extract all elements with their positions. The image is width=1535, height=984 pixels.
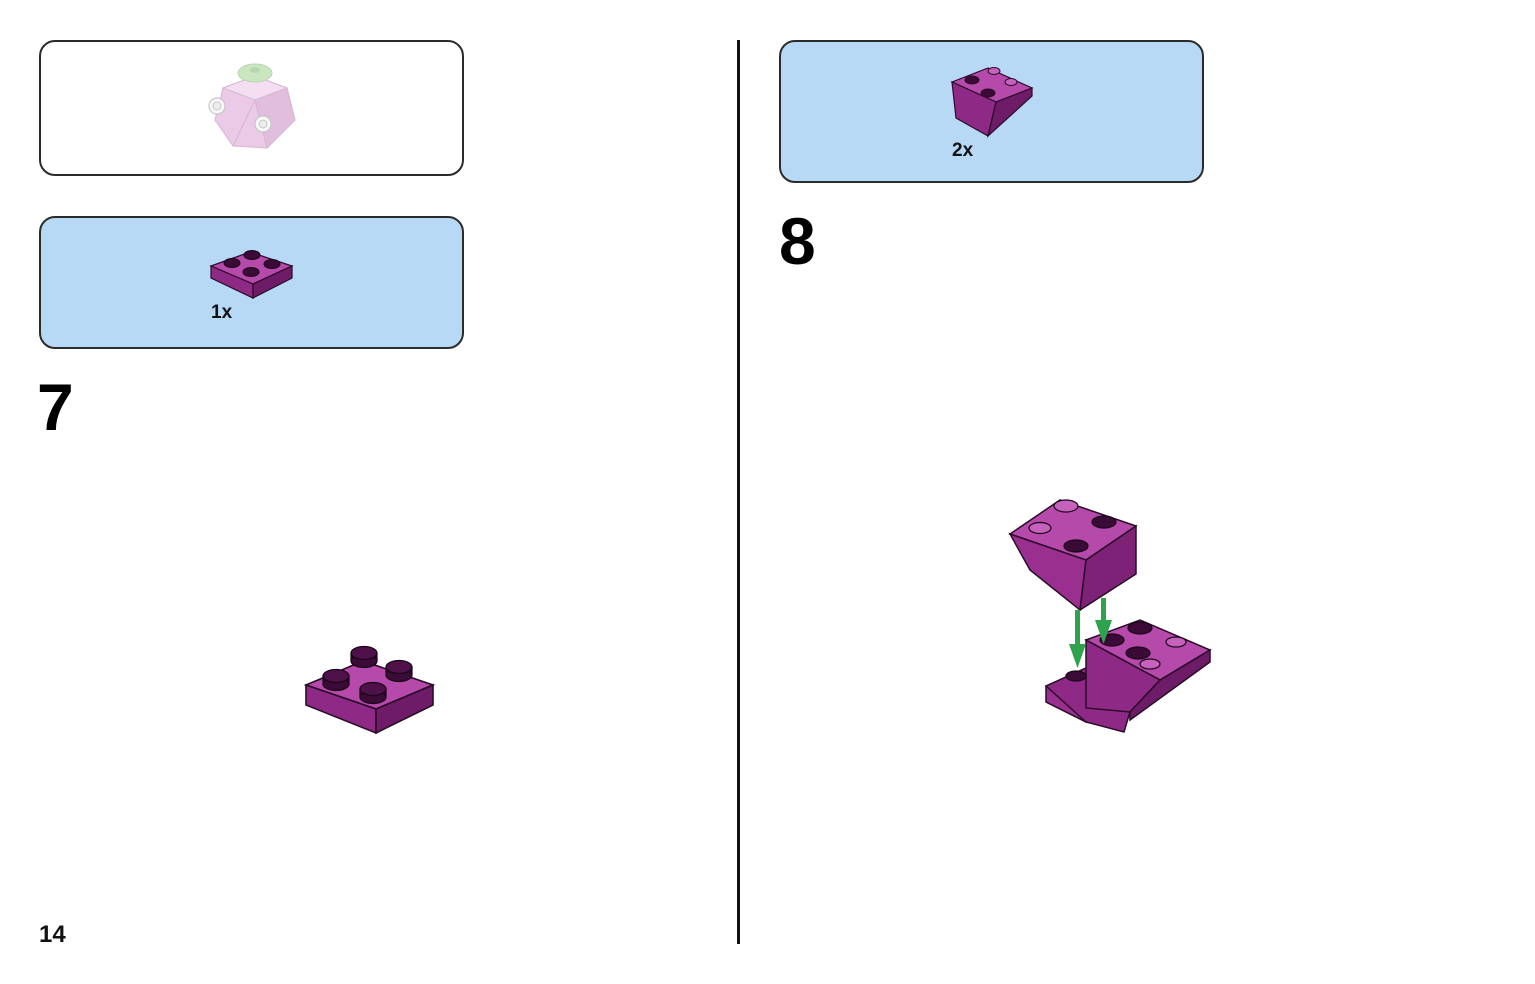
inverted-slope-2x2-icon	[950, 67, 1034, 138]
step-8-assembly-icon	[1008, 499, 1212, 733]
part-quantity: 1x	[211, 302, 233, 323]
page-number: 14	[39, 921, 66, 948]
plate-2x2-step-7-icon	[303, 645, 436, 735]
part-quantity: 2x	[952, 140, 974, 161]
page-divider	[737, 40, 740, 944]
plate-2x2-icon	[209, 250, 294, 299]
step-number-8: 8	[779, 204, 816, 278]
step-number-7: 7	[37, 370, 74, 444]
assembled-model-preview-icon	[208, 63, 296, 149]
green-down-arrow-icon	[1069, 598, 1112, 668]
